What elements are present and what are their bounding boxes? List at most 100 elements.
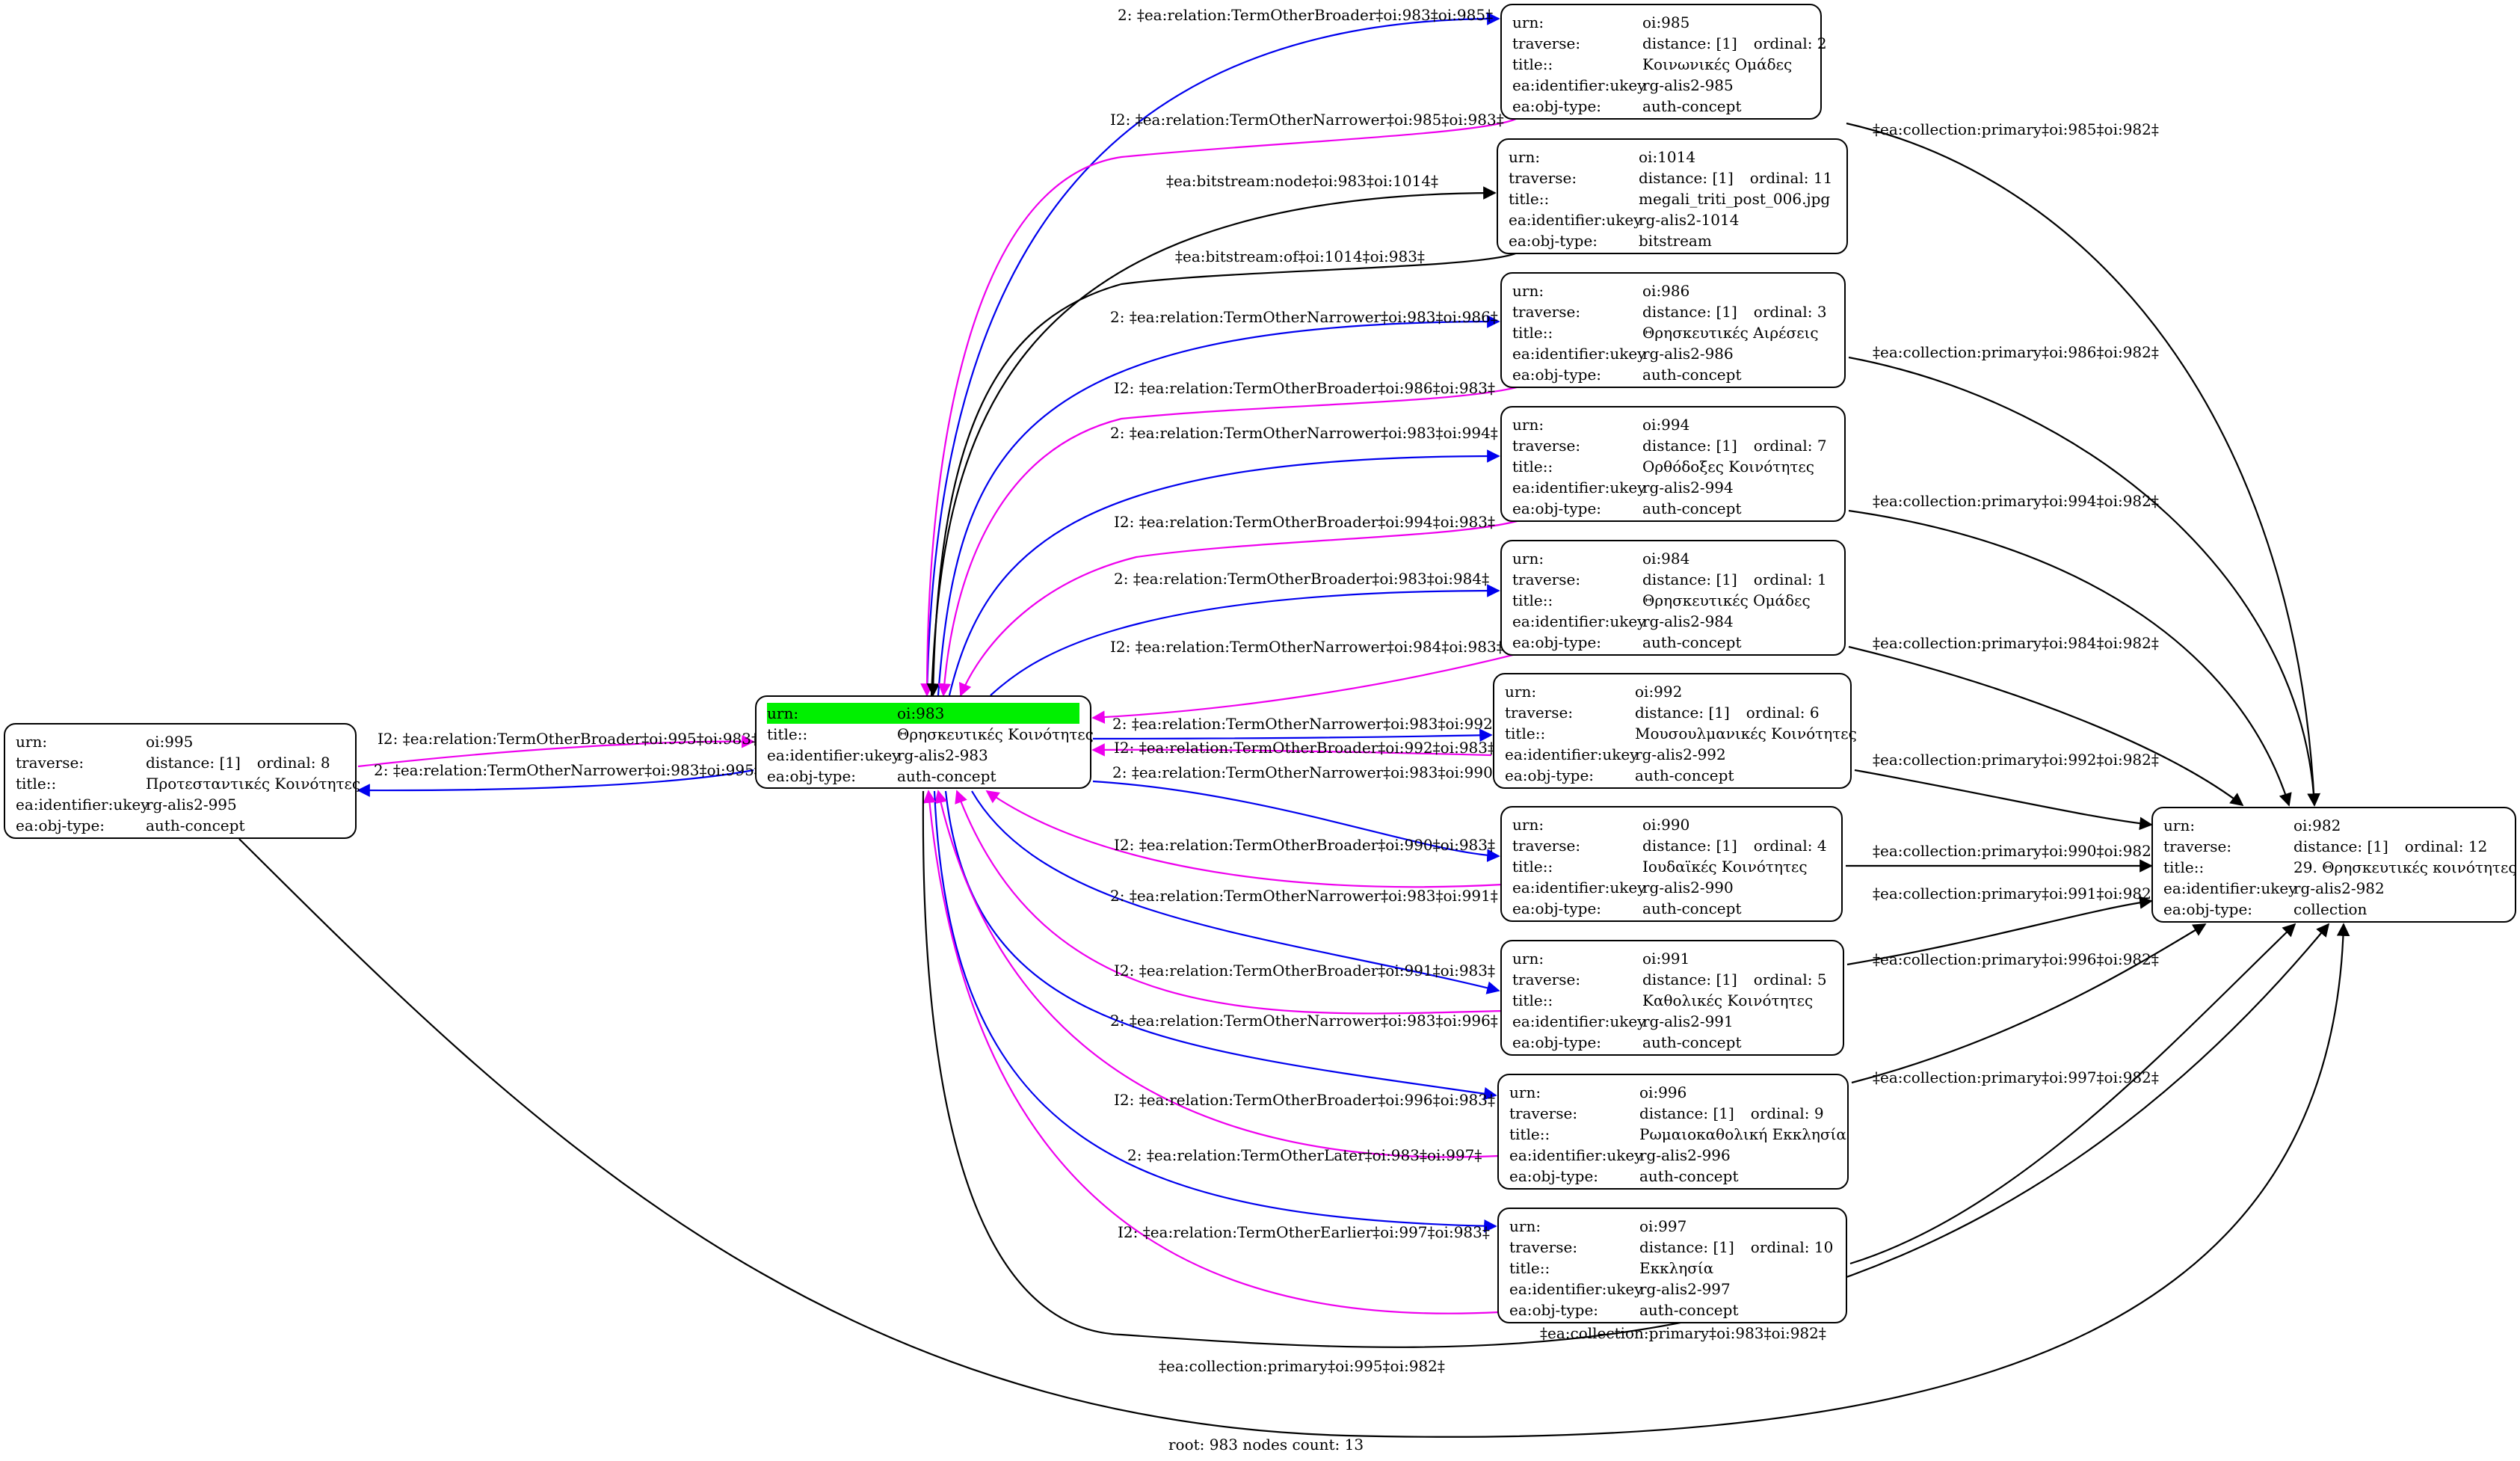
edge-label-e997b: I2: ‡ea:relation:TermOtherEarlier‡oi:997…	[1118, 1223, 1490, 1241]
node-field-value: auth-concept	[146, 816, 245, 834]
edge-label-e990f: 2: ‡ea:relation:TermOtherNarrower‡oi:983…	[1112, 763, 1500, 781]
edge-c994	[1848, 509, 2292, 807]
node-field-value: oi:997	[1639, 1217, 1687, 1235]
edge-label-e995f: 2: ‡ea:relation:TermOtherNarrower‡oi:983…	[374, 761, 762, 779]
node-row: urn:oi:991	[1512, 948, 1832, 969]
node-row: title::Θρησκευτικές Αιρέσεις	[1512, 322, 1834, 343]
node-field-key: title::	[1509, 190, 1550, 208]
node-field-key: traverse:	[1509, 1104, 1578, 1122]
node-field-key: traverse:	[1512, 437, 1581, 455]
node-field-value: 29. Θρησκευτικές κοινότητες	[2293, 858, 2517, 876]
edge-e997f	[933, 790, 1497, 1233]
edge-e992f	[1092, 728, 1493, 742]
node-field-value: rg-alis2-997	[1639, 1280, 1731, 1298]
node-row: ea:obj-type:auth-concept	[16, 815, 345, 836]
node-row: urn: oi:985	[1512, 12, 1810, 33]
node-row: urn:oi:994	[1512, 414, 1834, 435]
node-field-value: oi:982	[2293, 816, 2341, 834]
edge-label-c985: ‡ea:collection:primary‡oi:985‡oi:982‡	[1873, 120, 2159, 138]
node-field-value: distance: [1]ordinal: 5	[1642, 969, 1827, 990]
traverse-ordinal: ordinal: 9	[1750, 1104, 1824, 1122]
edge-e997b	[922, 790, 1500, 1314]
node-field-key: title::	[1512, 591, 1553, 609]
edge-label-e994f: 2: ‡ea:relation:TermOtherNarrower‡oi:983…	[1110, 424, 1498, 442]
traverse-distance: distance: [1]	[1639, 1104, 1734, 1122]
node-field-key: title::	[1512, 991, 1553, 1009]
edge-label-c990: ‡ea:collection:primary‡oi:990‡oi:982‡	[1873, 842, 2159, 860]
node-field-value: rg-alis2-990	[1642, 879, 1734, 896]
traverse-distance: distance: [1]	[1639, 1238, 1734, 1256]
node-row: ea:obj-type:collection	[2163, 899, 2504, 920]
node-row: urn: oi:982	[2163, 815, 2504, 836]
node-row: traverse:distance: [1]ordinal: 3	[1512, 301, 1834, 322]
node-row: ea:obj-type:auth-concept	[767, 766, 1079, 787]
edge-e985b	[920, 117, 1518, 697]
node-field-value: distance: [1]ordinal: 7	[1642, 435, 1827, 456]
node-field-value: oi:991	[1642, 950, 1690, 968]
node-field-value: oi:985	[1642, 13, 1690, 31]
traverse-distance: distance: [1]	[1642, 303, 1737, 321]
node-field-key: traverse:	[2163, 837, 2232, 855]
node-field-value: rg-alis2-984	[1642, 612, 1734, 630]
node-field-key: urn:	[1512, 282, 1544, 300]
node-row: title::29. Θρησκευτικές κοινότητες	[2163, 857, 2517, 878]
node-row: title::Μουσουλμανικές Κοινότητες	[1505, 723, 1857, 744]
edge-c985	[1846, 122, 2320, 807]
node-row: urn:oi:992	[1505, 681, 1840, 702]
node-row: ea:obj-type:auth-concept	[1512, 96, 1810, 117]
node-field-value: distance: [1]ordinal: 10	[1639, 1237, 1833, 1258]
node-row: traverse:distance: [1]ordinal: 5	[1512, 969, 1832, 990]
edge-label-e1014b: ‡ea:bitstream:of‡oi:1014‡oi:983‡	[1175, 247, 1425, 265]
traverse-ordinal: ordinal: 6	[1746, 704, 1820, 722]
traverse-ordinal: ordinal: 3	[1753, 303, 1827, 321]
traverse-distance: distance: [1]	[1642, 971, 1737, 988]
edge-e992b	[1091, 743, 1492, 757]
edge-e986f	[937, 315, 1500, 696]
node-field-value: oi:994	[1642, 416, 1690, 434]
node-field-key: ea:identifier:ukey	[1512, 879, 1646, 896]
node-field-value: bitstream	[1639, 232, 1712, 250]
node-field-value: Εκκλησία	[1639, 1259, 1714, 1277]
edge-label-c996: ‡ea:collection:primary‡oi:996‡oi:982‡	[1873, 950, 2159, 968]
node-field-key: urn:	[16, 733, 48, 751]
node-row: title::Κοινωνικές Ομάδες	[1512, 54, 1810, 75]
edge-label-e995b: I2: ‡ea:relation:TermOtherBroader‡oi:995…	[378, 730, 759, 748]
node-field-value: oi:986	[1642, 282, 1690, 300]
node-field-value: Καθολικές Κοινότητες	[1642, 991, 1814, 1009]
node-field-value: distance: [1]ordinal: 2	[1642, 33, 1827, 54]
node-field-key: ea:identifier:ukey	[767, 746, 901, 764]
node-row: ea:obj-type:auth-concept	[1509, 1166, 1837, 1187]
node-row: title::Εκκλησία	[1509, 1258, 1835, 1279]
edge-label-e996b: I2: ‡ea:relation:TermOtherBroader‡oi:996…	[1114, 1091, 1495, 1109]
node-field-value: Θρησκευτικές Ομάδες	[1642, 591, 1811, 609]
node-field-value: distance: [1] ordinal: 3	[1642, 301, 1827, 322]
node-field-key: ea:identifier:ukey	[1512, 345, 1646, 363]
edge-label-c997: ‡ea:collection:primary‡oi:997‡oi:982‡	[1873, 1068, 2159, 1086]
node-field-value: distance: [1]ordinal: 8	[146, 752, 330, 773]
node-oi-994[interactable]: urn:oi:994 traverse: distance: [1]ordinal:…	[1500, 406, 1846, 522]
node-field-key: title::	[1505, 725, 1546, 742]
node-row: urn:oi:997	[1509, 1216, 1835, 1237]
node-row: urn:oi:983	[767, 703, 1079, 724]
node-field-key: urn:	[2163, 816, 2196, 834]
traverse-distance: distance: [1]	[1635, 704, 1730, 722]
node-field-key: urn:	[1512, 13, 1544, 31]
node-row: ea:obj-type:auth-concept	[1512, 898, 1831, 919]
edge-c996	[1851, 923, 2207, 1084]
node-field-key: ea:identifier:ukey	[1512, 612, 1646, 630]
node-row: title::megali_triti_post_006.jpg	[1509, 188, 1836, 209]
node-field-key: ea:obj-type:	[1512, 1033, 1602, 1051]
